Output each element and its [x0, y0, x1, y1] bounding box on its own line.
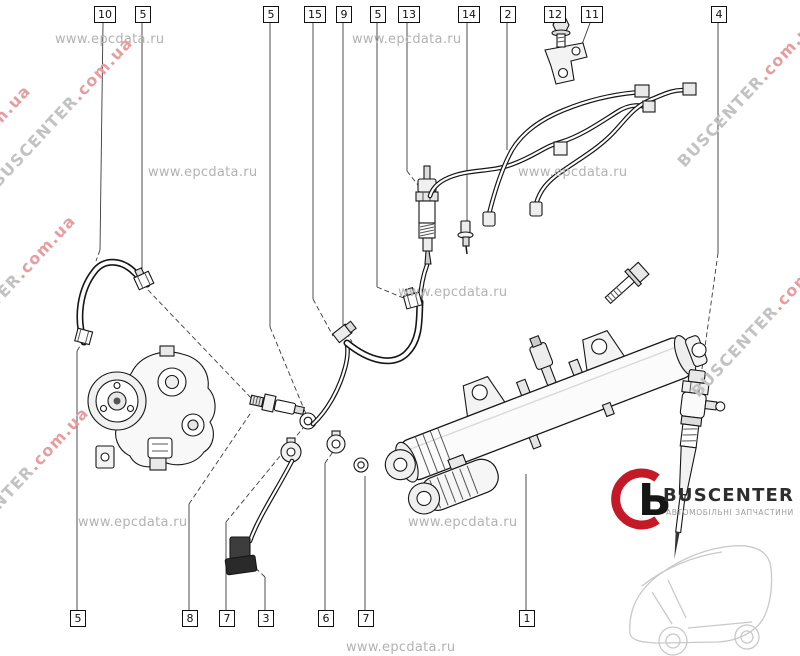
callout-7b[interactable]: 7 [358, 610, 374, 627]
callout-12[interactable]: 12 [544, 6, 566, 23]
van-sketch [629, 545, 773, 656]
buscenter-logo-icon: Ь [611, 468, 672, 530]
fuel-injector [674, 369, 726, 559]
callout-1[interactable]: 1 [519, 610, 535, 627]
callout-8[interactable]: 8 [182, 610, 198, 627]
injector-detail [415, 165, 439, 265]
callout-11[interactable]: 11 [581, 6, 603, 23]
buscenter-logo-text: BUSCENTER [663, 485, 795, 506]
high-pressure-pump [87, 345, 216, 471]
washers-banjo [299, 412, 369, 473]
wiring-connector [224, 437, 302, 576]
mounting-bracket [544, 42, 588, 85]
callout-4[interactable]: 4 [711, 6, 727, 23]
callout-15[interactable]: 15 [304, 6, 326, 23]
center-hose-assembly [313, 265, 427, 424]
elbow-fitting [331, 320, 357, 344]
rail-bolt [604, 261, 650, 305]
callout-7a[interactable]: 7 [219, 610, 235, 627]
fuel-sensor [249, 393, 305, 415]
hose-clamp [133, 267, 155, 291]
callout-2[interactable]: 2 [500, 6, 516, 23]
high-pressure-pipes [430, 82, 697, 227]
callout-14[interactable]: 14 [458, 6, 480, 23]
callout-13[interactable]: 13 [398, 6, 420, 23]
callout-5b[interactable]: 5 [263, 6, 279, 23]
logo-glyph: Ь [638, 475, 672, 526]
fuel-return-hose [74, 262, 155, 344]
callout-5a[interactable]: 5 [135, 6, 151, 23]
fuel-rail [384, 330, 708, 515]
callout-9[interactable]: 9 [336, 6, 352, 23]
callout-5c[interactable]: 5 [370, 6, 386, 23]
buscenter-logo-tagline: АВТОМОБІЛЬНІ ЗАПЧАСТИНИ [666, 508, 794, 517]
hose-clamp [402, 286, 423, 310]
callout-6[interactable]: 6 [318, 610, 334, 627]
leak-off-nozzle [457, 220, 474, 255]
callout-3[interactable]: 3 [258, 610, 274, 627]
callout-5d[interactable]: 5 [70, 610, 86, 627]
callout-10[interactable]: 10 [94, 6, 116, 23]
